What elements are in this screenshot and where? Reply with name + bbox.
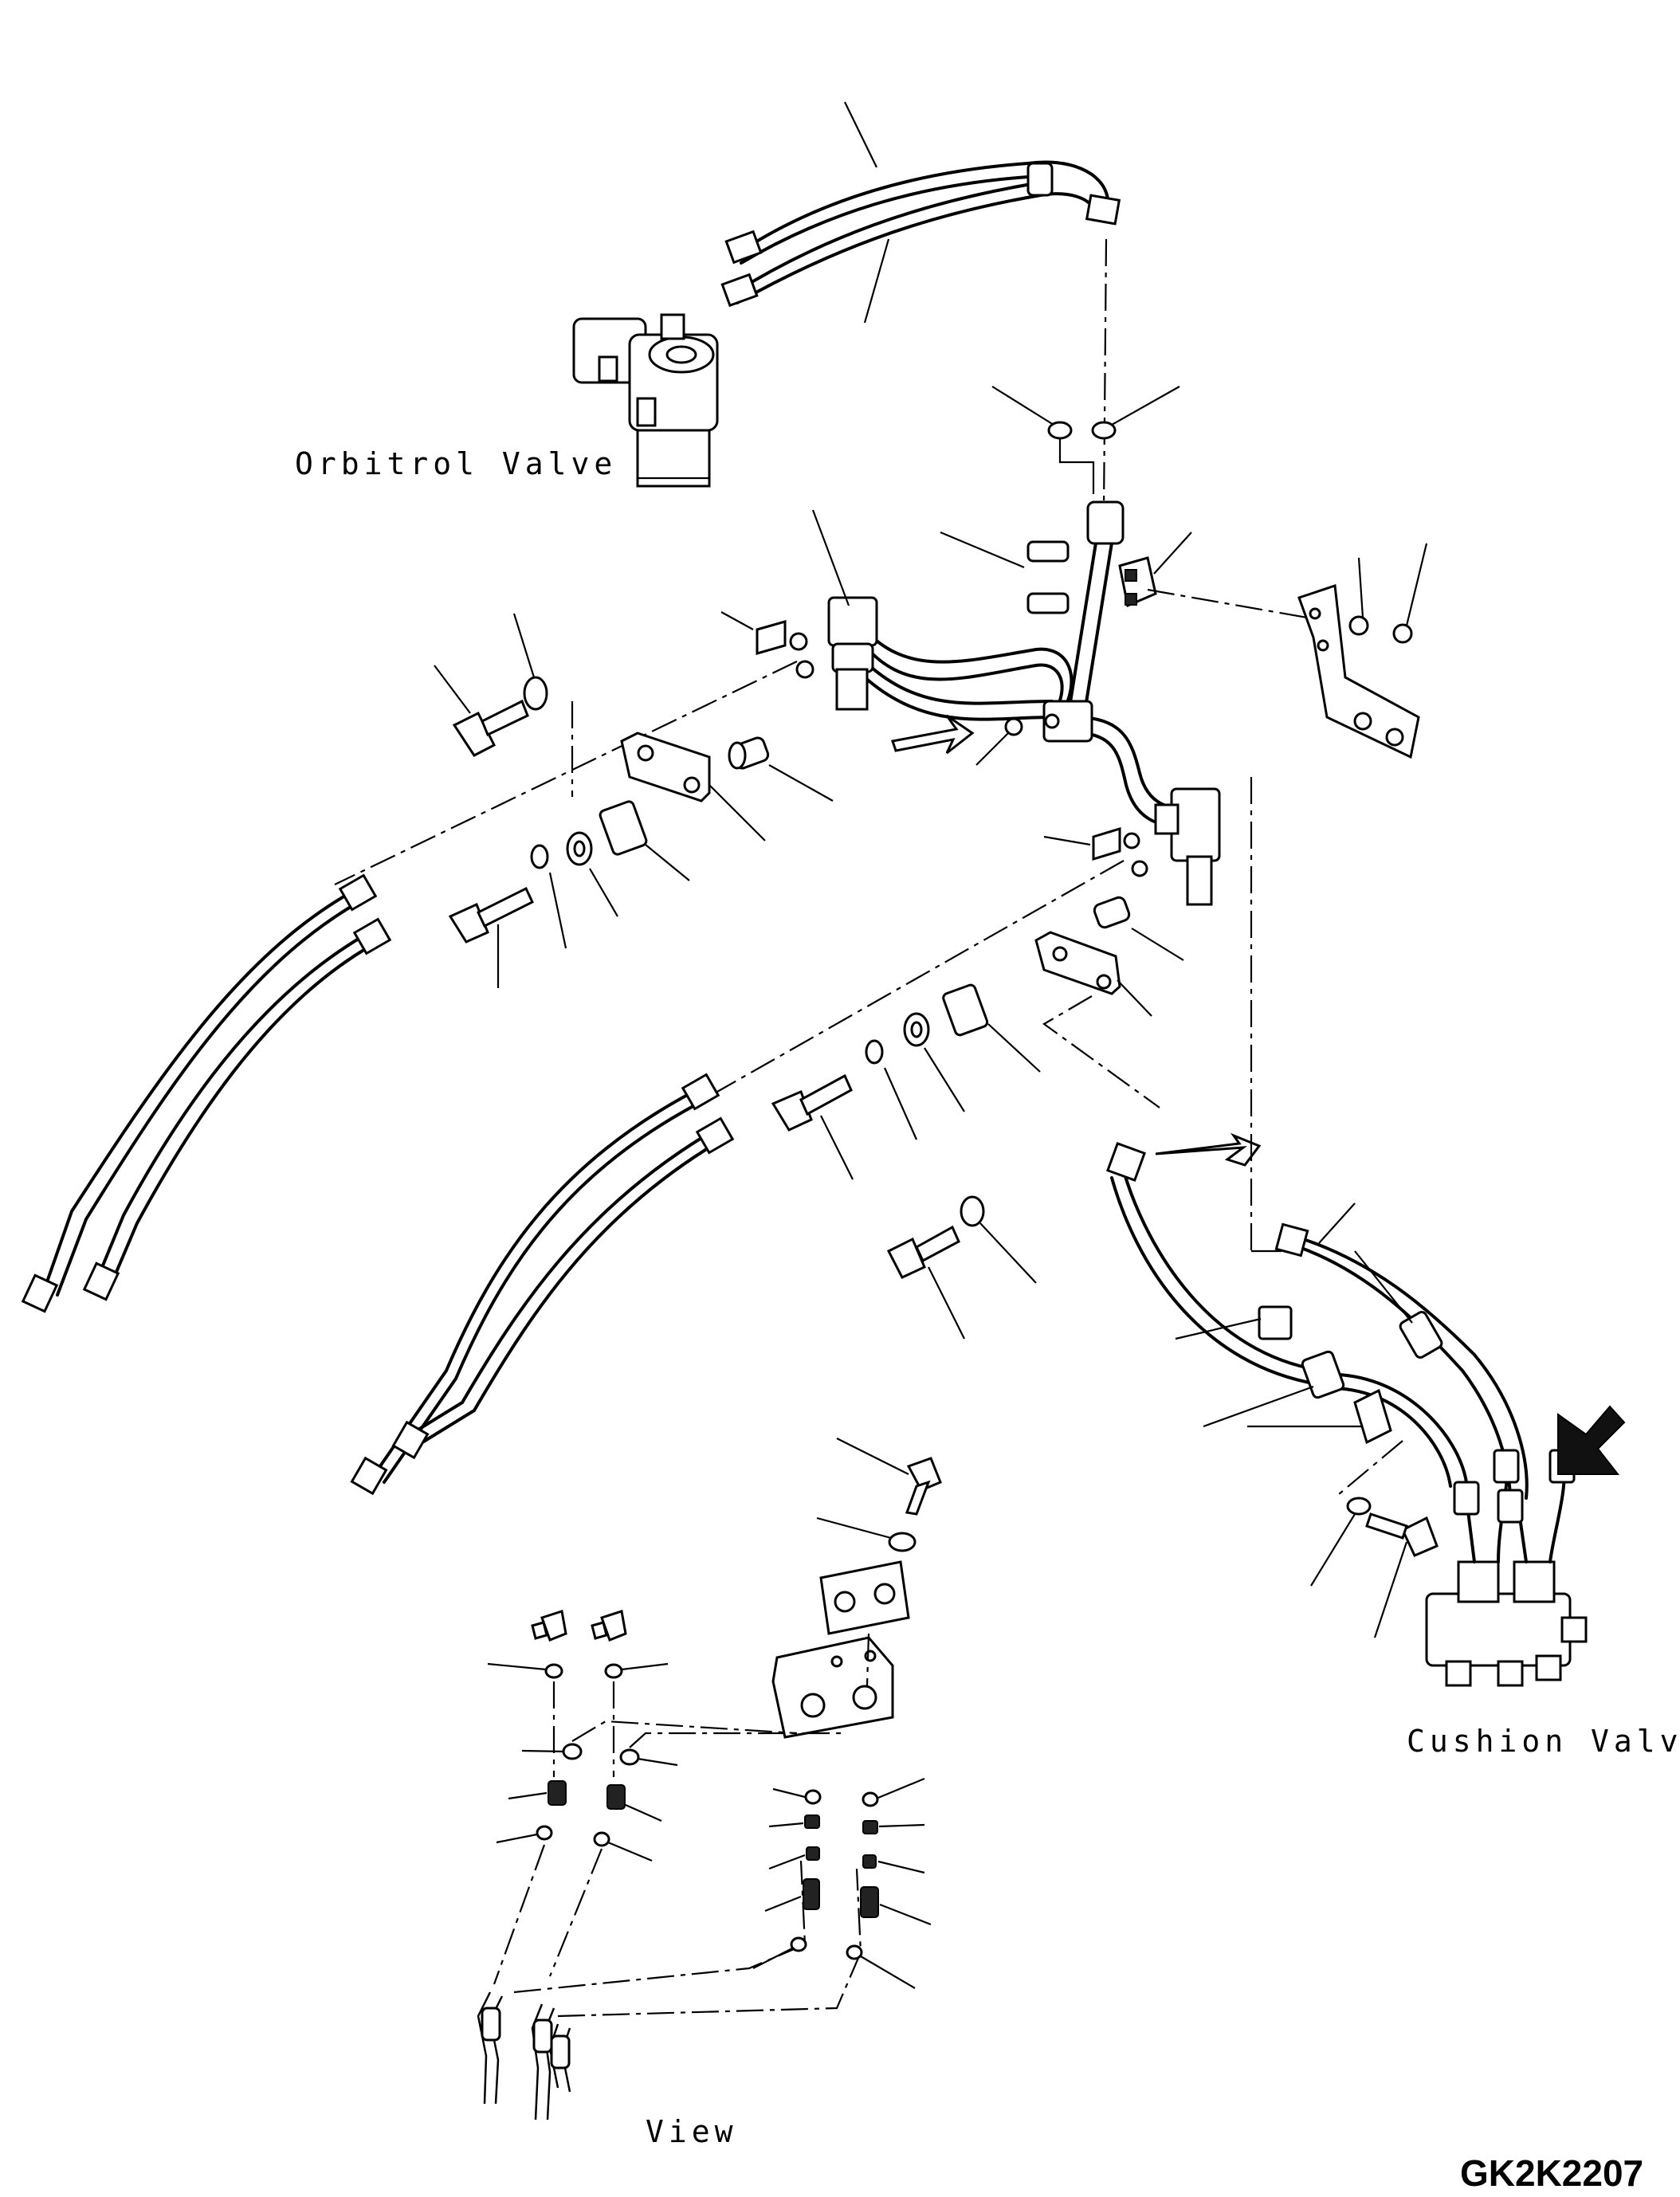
middle-hoses bbox=[350, 1073, 735, 1496]
link-plate-lower bbox=[1034, 931, 1160, 1108]
clamp-pair bbox=[940, 531, 1308, 619]
mounting-bracket bbox=[1297, 543, 1428, 759]
cushion-hardware bbox=[1175, 1202, 1439, 1638]
view-detail bbox=[477, 1438, 942, 2120]
drawing-code: GK2K2207 bbox=[1460, 2152, 1643, 2194]
cushion-hose-assembly bbox=[1106, 777, 1529, 1504]
lower-fittings bbox=[716, 826, 1148, 1093]
cushion-valve-label: Cushion Valve bbox=[1407, 1724, 1680, 1759]
washer-stack-upper bbox=[448, 800, 690, 988]
link-plate-upper bbox=[620, 732, 766, 842]
bold-arrow-icon bbox=[1557, 1405, 1626, 1475]
bushing-upper bbox=[728, 736, 834, 802]
upper-hoses bbox=[720, 101, 1121, 511]
pointer-arrow-icon bbox=[1155, 1132, 1262, 1167]
orbitrol-valve bbox=[572, 313, 719, 488]
bushing-lower bbox=[1093, 896, 1184, 961]
orbitrol-valve-label: Orbitrol Valve bbox=[295, 446, 617, 481]
washer-stack-lower bbox=[771, 983, 1041, 1180]
bolt-upper-left bbox=[434, 613, 574, 797]
pointer-arrow-icon bbox=[891, 714, 975, 755]
view-label: View bbox=[646, 2114, 738, 2149]
left-hoses bbox=[21, 873, 392, 1313]
o-ring-pair bbox=[991, 386, 1180, 494]
small-fittings bbox=[334, 509, 1023, 885]
bolt-washer-lower bbox=[886, 1195, 1037, 1340]
tube-assembly bbox=[827, 500, 1221, 906]
